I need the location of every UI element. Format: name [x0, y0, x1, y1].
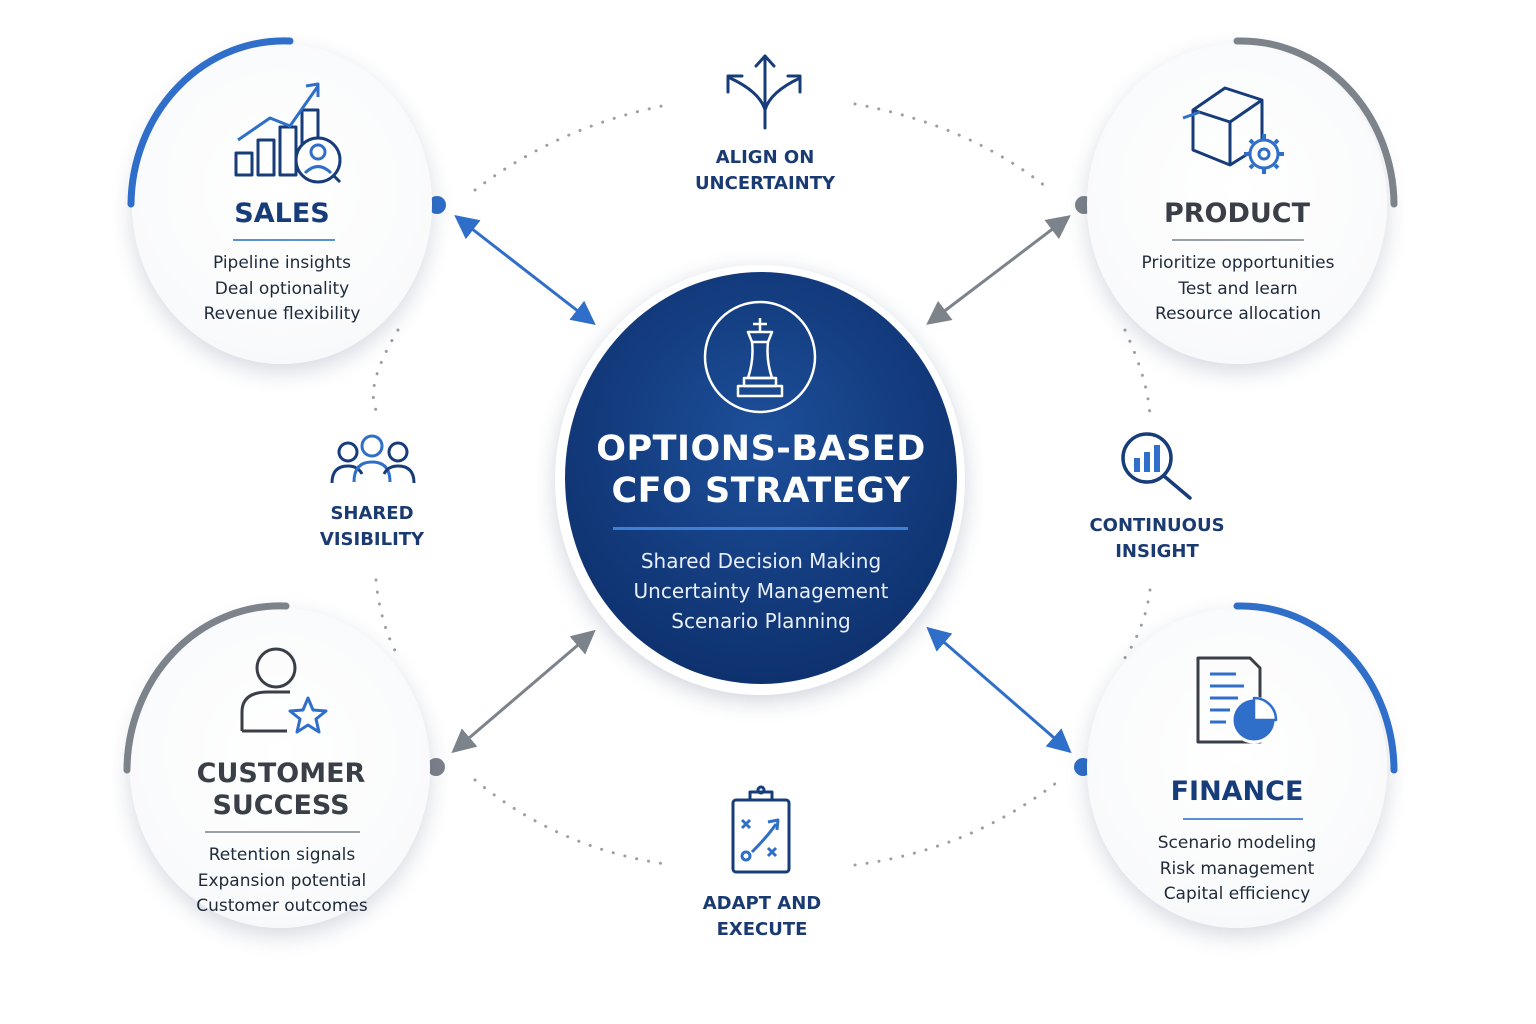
customer-connector-dot	[427, 758, 445, 776]
team-icon	[330, 434, 416, 484]
sales-point: Revenue flexibility	[203, 304, 361, 324]
center-point: Shared Decision Making	[640, 549, 882, 573]
product-progress-arc	[1233, 37, 1398, 208]
arrow-finance-center	[926, 626, 1072, 754]
customer-success-point: Customer outcomes	[196, 896, 368, 916]
sales-connector-dot	[428, 196, 446, 214]
visibility-label-line1: SHARED	[330, 503, 414, 524]
visibility-label-line2: VISIBILITY	[319, 529, 425, 550]
product-point: Prioritize opportunities	[1141, 253, 1335, 273]
sales-point: Pipeline insights	[212, 253, 352, 273]
chart-growth-person-icon	[234, 82, 342, 184]
customer-success-divider	[205, 831, 360, 833]
product-circle	[1087, 44, 1387, 364]
customer-success-point: Retention signals	[208, 845, 356, 865]
customer-success-title-line2: SUCCESS	[212, 790, 350, 821]
report-pie-icon	[1196, 656, 1278, 744]
center-title-line2: CFO STRATEGY	[611, 471, 911, 511]
insight-label: CONTINUOUS INSIGHT	[1067, 513, 1247, 565]
finance-progress-arc	[1233, 602, 1398, 774]
finance-point: Capital efficiency	[1163, 884, 1311, 904]
customer-progress-arc	[123, 602, 290, 774]
center-points: Shared Decision Making Uncertainty Manag…	[565, 546, 957, 636]
center-title: OPTIONS-BASED CFO STRATEGY	[565, 428, 957, 512]
arrow-product-center	[926, 215, 1071, 325]
align-label-line1: ALIGN ON	[715, 147, 815, 168]
customer-success-title-line1: CUSTOMER	[196, 758, 366, 789]
center-circle	[565, 272, 957, 684]
product-point: Resource allocation	[1155, 304, 1321, 324]
customer-success-point: Expansion potential	[197, 870, 367, 891]
product-points: Prioritize opportunities Test and learn …	[1117, 251, 1359, 328]
finance-divider	[1183, 818, 1303, 820]
sales-points: Pipeline insights Deal optionality Reven…	[172, 251, 392, 328]
finance-point: Risk management	[1159, 858, 1315, 879]
magnifier-chart-icon	[1121, 432, 1192, 500]
product-title: PRODUCT	[1163, 198, 1311, 229]
finance-points: Scenario modeling Risk management Capita…	[1127, 831, 1347, 908]
customer-success-points: Retention signals Expansion potential Cu…	[170, 843, 394, 920]
product-divider	[1172, 239, 1304, 241]
finance-circle	[1087, 608, 1387, 928]
split-arrows-icon	[726, 54, 802, 130]
arrow-customer-center	[451, 629, 596, 754]
product-point: Test and learn	[1178, 278, 1298, 299]
center-divider	[613, 527, 908, 530]
insight-label-line2: INSIGHT	[1115, 541, 1199, 562]
arrow-sales-center	[454, 215, 596, 325]
center-point: Uncertainty Management	[633, 579, 889, 603]
box-gear-icon	[1182, 86, 1284, 174]
clipboard-strategy-icon	[731, 785, 791, 874]
dotted-orbit	[371, 102, 1152, 867]
customer-success-circle	[130, 608, 430, 928]
adapt-label-line2: EXECUTE	[716, 919, 808, 940]
chess-king-icon	[703, 300, 817, 414]
center-title-line1: OPTIONS-BASED	[596, 429, 926, 469]
finance-point: Scenario modeling	[1157, 833, 1317, 853]
customer-success-title: CUSTOMER SUCCESS	[170, 758, 392, 822]
finance-title: FINANCE	[1170, 776, 1304, 807]
sales-point: Deal optionality	[214, 278, 350, 299]
adapt-label-line1: ADAPT AND	[702, 893, 822, 914]
center-point: Scenario Planning	[671, 609, 851, 633]
adapt-label: ADAPT AND EXECUTE	[672, 891, 852, 943]
sales-divider	[233, 239, 335, 241]
align-label-line2: UNCERTAINTY	[694, 173, 836, 194]
sales-progress-arc	[127, 37, 294, 208]
sales-circle	[132, 44, 432, 364]
user-star-icon	[240, 647, 328, 734]
visibility-label: SHARED VISIBILITY	[292, 501, 452, 553]
sales-title: SALES	[234, 198, 330, 229]
align-label: ALIGN ON UNCERTAINTY	[665, 145, 865, 197]
insight-label-line1: CONTINUOUS	[1089, 515, 1225, 536]
